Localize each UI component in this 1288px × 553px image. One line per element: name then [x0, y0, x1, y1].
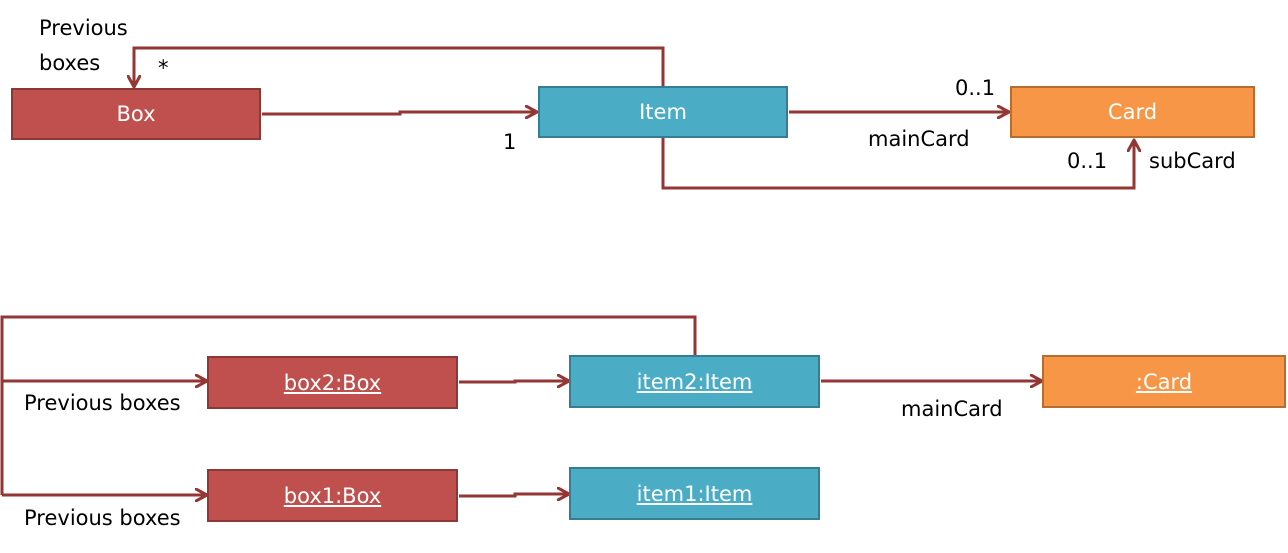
item-subcard-association	[661, 138, 1134, 190]
object-box2-name: box2:Box	[283, 370, 382, 395]
class-card[interactable]: Card	[1010, 86, 1255, 138]
subcard-multiplicity: 0..1	[1067, 149, 1108, 173]
class-box-name: Box	[116, 102, 156, 126]
class-box[interactable]: Box	[11, 88, 261, 140]
object-item2[interactable]: item2:Item	[569, 355, 820, 408]
object-box1[interactable]: box1:Box	[207, 469, 458, 522]
box1-previous-boxes-role: Previous boxes	[24, 506, 181, 530]
previous-boxes-role-line1: Previous	[39, 16, 128, 40]
object-box1-name: box1:Box	[283, 483, 382, 508]
box2-item2-link	[459, 381, 568, 382]
object-item1[interactable]: item1:Item	[569, 467, 820, 520]
class-item[interactable]: Item	[538, 86, 788, 138]
object-box2[interactable]: box2:Box	[207, 356, 458, 409]
maincard-multiplicity: 0..1	[955, 76, 996, 100]
previous-boxes-multiplicity: *	[158, 56, 169, 80]
previous-boxes-role-line2: boxes	[39, 51, 101, 75]
box2-previous-boxes-role: Previous boxes	[24, 391, 181, 415]
previous-boxes-self-association	[134, 46, 665, 86]
object-maincard-role: mainCard	[901, 397, 1003, 421]
box1-item1-link	[459, 494, 568, 496]
object-card[interactable]: :Card	[1042, 355, 1286, 408]
class-card-name: Card	[1107, 100, 1158, 124]
previous-boxes-link-frame	[0, 315, 697, 495]
box-item-association	[262, 112, 536, 114]
object-item1-name: item1:Item	[636, 481, 753, 506]
object-item2-name: item2:Item	[636, 369, 753, 394]
item-multiplicity: 1	[503, 130, 517, 154]
object-card-name: :Card	[1135, 369, 1193, 394]
subcard-role: subCard	[1149, 149, 1236, 173]
class-item-name: Item	[639, 100, 687, 124]
maincard-role: mainCard	[868, 127, 970, 151]
